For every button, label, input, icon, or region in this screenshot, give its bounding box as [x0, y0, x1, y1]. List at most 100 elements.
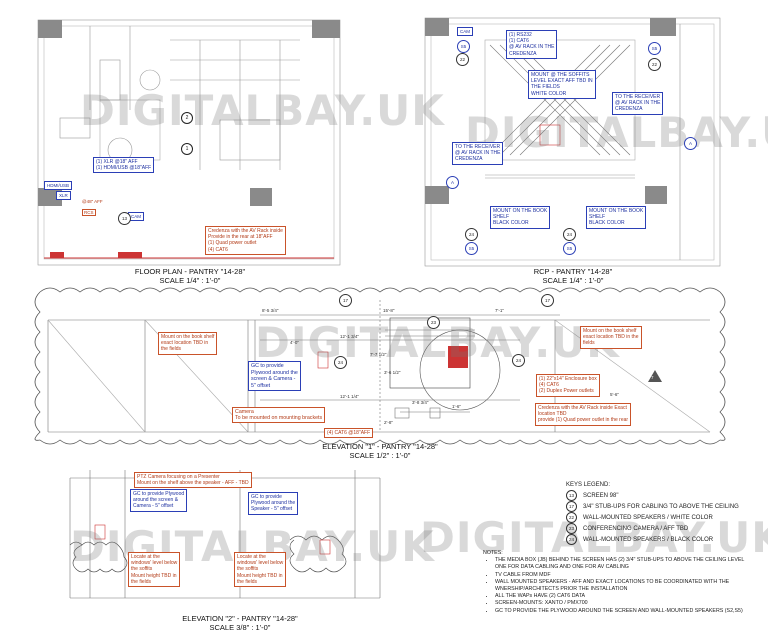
floor-plan-title: FLOOR PLAN - PANTRY "14-28" SCALE 1/4" :…: [100, 267, 280, 285]
elevation1-title-text: ELEVATION "1" - PANTRY "14-28": [322, 442, 438, 451]
floor-plan-north-2: 2: [181, 112, 193, 124]
rcp-shelf-right-callout: MOUNT ON THE BOOK SHELF BLACK COLOR: [586, 206, 647, 229]
rcp-tag-24-left: 24: [465, 228, 478, 241]
elevation2-locate-mid-callout: Locate at the windows' level below the s…: [234, 552, 287, 588]
elevation1-dim-6: 12'-1 1/4": [340, 394, 359, 399]
elevation2-title-text: ELEVATION "2" - PANTRY "14-28": [182, 614, 298, 623]
note-item: TV CABLE FROM MDF: [495, 572, 753, 579]
rcp-tag-s5-br: S5: [563, 242, 576, 255]
elevation1-tag-24-left: 24: [334, 356, 347, 369]
legend-item: 24 WALL-MOUNTED SPEAKERS / BLACK COLOR: [566, 534, 739, 545]
floor-plan-rack-callout: Credenza with the AV Rack inside Provide…: [205, 226, 286, 255]
elevation1-dim-9: 3'-6 1/2": [384, 370, 401, 375]
note-item: ALL THE WAPs HAVE (2) CAT6 DATA: [495, 593, 753, 600]
notes-title: NOTES:: [483, 550, 503, 556]
note-item: SCREEN-MOUNTS: XANTO / PMX700: [495, 600, 753, 607]
elevation1-camera-callout: Camera To be mounted on mounting bracket…: [232, 407, 326, 424]
elevation1-dim-8: 3'-8 3/4": [412, 400, 429, 405]
rcp-tag-s5-left: S5: [457, 40, 470, 53]
rcp-title-text: RCP - PANTRY "14-28": [533, 267, 613, 276]
elevation1-plywood-callout: GC to provide Plywood around the screen …: [248, 361, 301, 392]
elevation1-section-marker: [648, 370, 662, 382]
elevation1-dim-10: 5'-6": [610, 392, 619, 397]
note-item: THE MEDIA BOX (JB) BEHIND THE SCREEN HAS…: [495, 557, 753, 571]
legend-label: WALL-MOUNTED SPEAKERS / WHITE COLOR: [583, 514, 713, 521]
elevation1-scale: SCALE 1/2" : 1'-0": [349, 451, 411, 460]
floor-plan-north-1: 1: [181, 143, 193, 155]
rcp-tag-22-left: 22: [456, 53, 469, 66]
legend-label: SCREEN 98": [583, 492, 619, 499]
note-item: GC TO PROVIDE THE PLYWOOD AROUND THE SCR…: [495, 608, 753, 615]
rcp-scale: SCALE 1/4" : 1'-0": [542, 276, 604, 285]
rcp-soffit-callout: MOUNT @ THE SOFFITS LEVEL EXACT AFF TBD …: [528, 70, 596, 99]
floor-plan-hdmi-label: HDMI/USB: [44, 181, 73, 190]
rcp-title: RCP - PANTRY "14-28" SCALE 1/4" : 1'-0": [483, 267, 663, 285]
elevation1-enclosure-callout: (1) 22"x14" Enclosure box (4) CAT6 (2) D…: [536, 374, 600, 397]
elevation1-cat6-callout: (4) CAT6 @18"AFF: [324, 428, 374, 439]
watermark-5: DIGITALBAY.UK: [420, 513, 768, 562]
floor-plan-xlr-label: XLR: [56, 191, 71, 200]
legend-label: CONFERENCING CAMERA / AFF TBD: [583, 525, 689, 532]
elevation1-dim-13: 1'-6": [452, 404, 461, 409]
rcp-tag-a-left: A: [446, 176, 459, 189]
legend-item: 13 SCREEN 98": [566, 490, 739, 501]
legend-key: 13: [566, 490, 577, 501]
legend-label: WALL-MOUNTED SPEAKERS / BLACK COLOR: [583, 536, 714, 543]
rcp-tag-s5-bl: S5: [465, 242, 478, 255]
elevation1-dim-1: 8'-5 3/4": [262, 308, 279, 313]
floor-plan-inputs-callout: (1) XLR @18" AFF (1) HDMI/USB @18"AFF: [93, 157, 155, 174]
elevation2-drawing: [69, 470, 381, 599]
rcp-tag-a-right: A: [684, 137, 697, 150]
legend-key: 17: [566, 501, 577, 512]
elevation2-locate-left-callout: Locate at the windows' level below the s…: [128, 552, 181, 588]
rcp-receiver-right-callout: TO THE RECEIVER @ AV RACK IN THE CREDENZ…: [612, 92, 664, 115]
legend-key: 22: [566, 512, 577, 523]
legend-title: KEYS LEGEND:: [566, 482, 611, 488]
elevation1-credenza-callout: Credenza with the AV Rack inside Exact l…: [535, 403, 632, 426]
elevation1-tag-23: 23: [427, 316, 440, 329]
elevation1-drawing: [47, 300, 711, 433]
elevation1-tag-17-mid: 17: [339, 294, 352, 307]
rcp-tag-s5-top: S5: [648, 42, 661, 55]
elevation2-plywood-left-callout: GC to provide Plywood around the screen …: [130, 489, 188, 512]
rcp-shelf-left-callout: MOUNT ON THE BOOK SHELF BLACK COLOR: [490, 206, 551, 229]
elevation2-plywood-right-callout: GC to provide Plywood around the Speaker…: [248, 492, 299, 515]
elevation1-tag-7: 7: [651, 375, 654, 380]
floor-plan-title-text: FLOOR PLAN - PANTRY "14-28": [134, 267, 246, 276]
legend-key: 24: [566, 534, 577, 545]
watermark-1: DIGITALBAY.UK: [80, 86, 445, 135]
floor-plan-tag-13: 13: [118, 212, 131, 225]
rcp-tag-24-right: 24: [563, 228, 576, 241]
legend-item: 22 WALL-MOUNTED SPEAKERS / WHITE COLOR: [566, 512, 739, 523]
floor-plan-scale: SCALE 1/4" : 1'-0": [159, 276, 221, 285]
elevation1-title: ELEVATION "1" - PANTRY "14-28" SCALE 1/2…: [290, 442, 470, 460]
elevation1-tag-17-right: 17: [541, 294, 554, 307]
rcp-rs232-callout: (1) RS232 (1) CAT6 @ AV RACK IN THE CRED…: [506, 30, 558, 59]
notes-block: NOTES: THE MEDIA BOX (JB) BEHIND THE SCR…: [483, 550, 753, 615]
floor-plan-rcs-label: RCS: [82, 209, 96, 216]
floor-plan-aff-label: @48" AFF: [82, 199, 103, 204]
elevation1-dim-2: 15'-8": [383, 308, 395, 313]
elevation1-dim-3: 7'-1": [495, 308, 504, 313]
elevation2-ptz-callout: PTZ Camera focusing on a Presenter Mount…: [134, 472, 252, 489]
legend-item: 23 CONFERENCING CAMERA / AFF TBD: [566, 523, 739, 534]
rcp-receiver-left-callout: TO THE RECEIVER @ AV RACK IN THE CREDENZ…: [452, 142, 504, 165]
elevation1-shelf-left-callout: Mount on the book shelf exact location T…: [158, 332, 218, 355]
note-item: WALL MOUNTED SPEAKERS - AFF AND EXACT LO…: [495, 579, 753, 593]
elevation1-dim-11: 7'-7 1/2": [370, 352, 387, 357]
watermark-2: DIGITALBAY.UK: [465, 108, 768, 157]
rcp-tag-22-right: 22: [648, 58, 661, 71]
elevation1-tag-24-right: 24: [512, 354, 525, 367]
rcp-cam-label: CAM: [457, 27, 473, 36]
floor-plan-drawing: [37, 19, 341, 266]
elevation1-shelf-right-callout: Mount on the book shelf exact location T…: [580, 326, 642, 349]
elevation1-dim-12: 2'-8": [384, 420, 393, 425]
elevation2-title: ELEVATION "2" - PANTRY "14-28" SCALE 3/8…: [150, 614, 330, 632]
elevation2-scale: SCALE 3/8" : 1'-0": [209, 623, 271, 632]
elevation1-cloud: [34, 287, 726, 445]
elevation1-dim-4: 4'-0": [290, 340, 299, 345]
legend-key: 23: [566, 523, 577, 534]
